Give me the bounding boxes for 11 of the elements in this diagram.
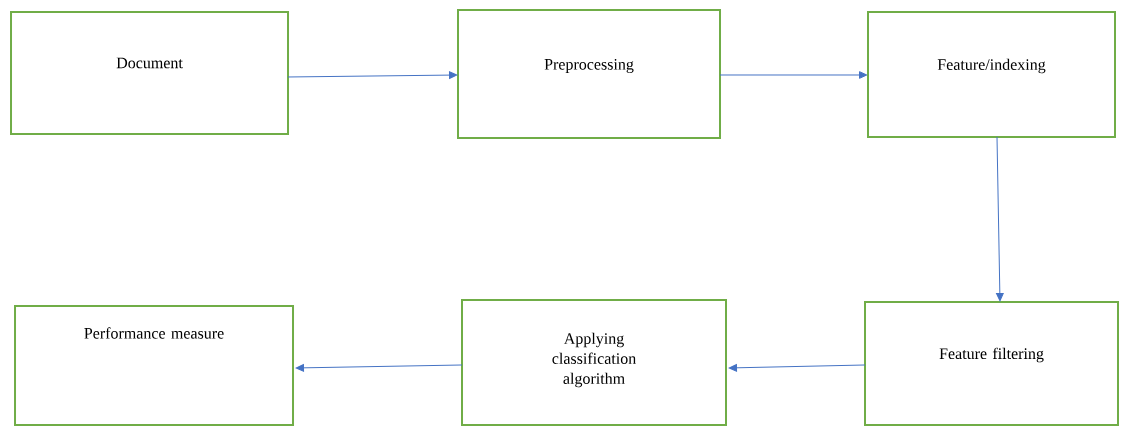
process-box: Preprocessing [457, 9, 721, 139]
arrow [287, 71, 458, 79]
arrow [996, 136, 1004, 302]
arrow [295, 364, 463, 372]
arrow [719, 71, 868, 79]
process-box: Feature filtering [864, 301, 1119, 426]
process-box: Document [10, 11, 289, 135]
process-box: Applying classification algorithm [461, 299, 727, 426]
process-box: Feature/indexing [867, 11, 1116, 138]
process-box: Performance measure [14, 305, 294, 426]
arrow [728, 363, 866, 372]
